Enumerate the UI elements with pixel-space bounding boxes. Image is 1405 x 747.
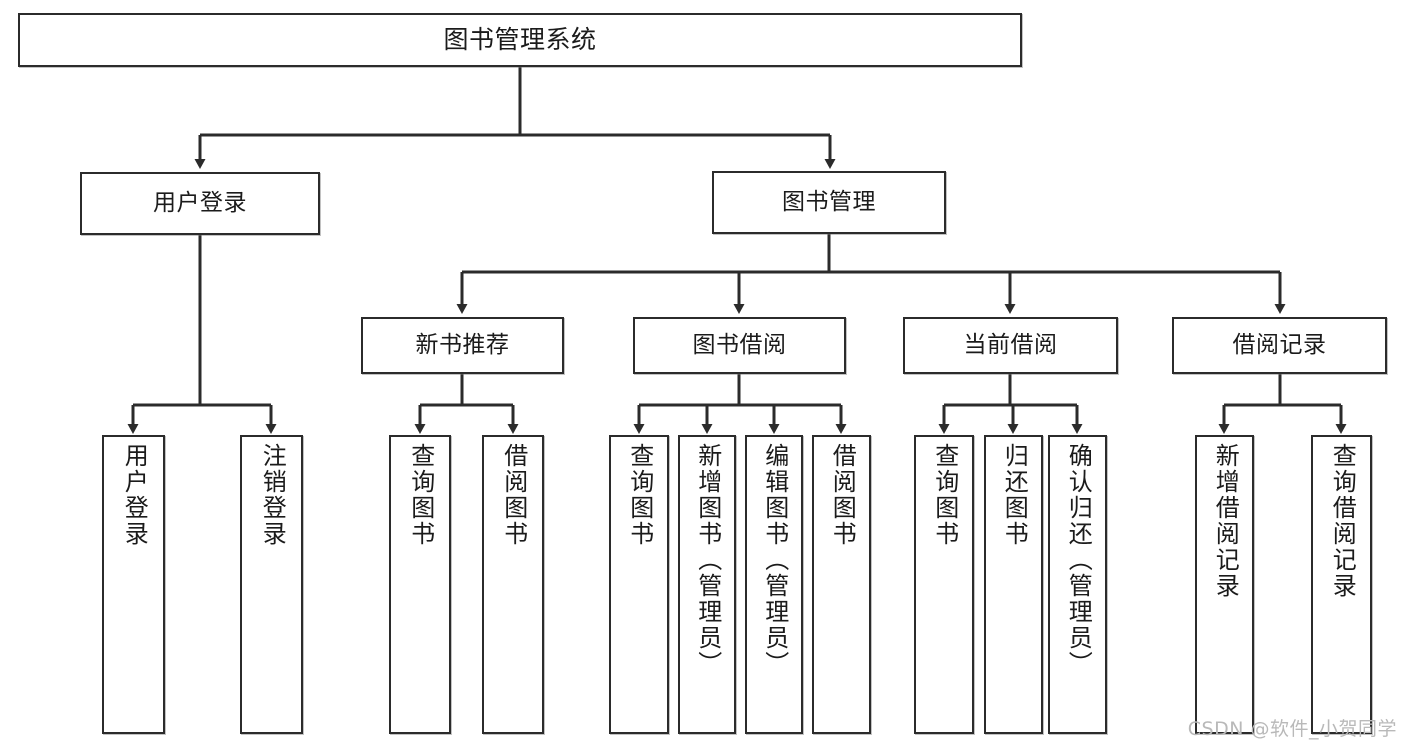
node-leaf-return-book-label: 归还图书 — [1000, 443, 1029, 547]
node-leaf-query-borrow-record[interactable]: 查询借阅记录 — [1311, 435, 1372, 734]
node-leaf-add-book-admin-label: 新增图书（管理员） — [693, 443, 722, 677]
node-leaf-borrow-book-2[interactable]: 借阅图书 — [812, 435, 871, 734]
watermark: CSDN @软件_小贺同学 — [1187, 718, 1397, 740]
node-leaf-query-book-2[interactable]: 查询图书 — [609, 435, 669, 734]
node-leaf-query-borrow-record-label: 查询借阅记录 — [1328, 443, 1357, 599]
node-leaf-borrow-book-2-label: 借阅图书 — [828, 443, 857, 547]
node-root[interactable]: 图书管理系统 — [18, 13, 1022, 67]
node-leaf-confirm-return-admin[interactable]: 确认归还（管理员） — [1048, 435, 1107, 734]
node-leaf-confirm-return-admin-label: 确认归还（管理员） — [1064, 443, 1093, 677]
node-leaf-query-book-3[interactable]: 查询图书 — [914, 435, 974, 734]
node-leaf-add-borrow-record[interactable]: 新增借阅记录 — [1195, 435, 1254, 734]
node-leaf-query-book-3-label: 查询图书 — [930, 443, 959, 547]
node-leaf-borrow-book-1-label: 借阅图书 — [499, 443, 528, 547]
node-borrow-record-label: 借阅记录 — [1232, 331, 1327, 358]
node-leaf-user-login-label: 用户登录 — [120, 443, 149, 547]
node-leaf-return-book[interactable]: 归还图书 — [984, 435, 1043, 734]
node-leaf-edit-book-admin-label: 编辑图书（管理员） — [760, 443, 789, 677]
node-current-borrow-label: 当前借阅 — [963, 331, 1058, 358]
node-leaf-query-book-1-label: 查询图书 — [406, 443, 435, 547]
node-new-book-recommend[interactable]: 新书推荐 — [361, 317, 564, 374]
node-new-book-recommend-label: 新书推荐 — [415, 331, 510, 358]
node-book-manage-label: 图书管理 — [782, 188, 876, 215]
node-leaf-logout-login-label: 注销登录 — [258, 443, 287, 547]
node-leaf-user-login[interactable]: 用户登录 — [102, 435, 165, 734]
node-book-borrow[interactable]: 图书借阅 — [633, 317, 846, 374]
node-leaf-borrow-book-1[interactable]: 借阅图书 — [482, 435, 544, 734]
node-leaf-add-book-admin[interactable]: 新增图书（管理员） — [678, 435, 736, 734]
node-root-label: 图书管理系统 — [443, 25, 597, 54]
node-leaf-query-book-1[interactable]: 查询图书 — [389, 435, 451, 734]
node-user-login-label: 用户登录 — [153, 189, 247, 216]
node-borrow-record[interactable]: 借阅记录 — [1172, 317, 1387, 374]
node-book-manage[interactable]: 图书管理 — [712, 171, 946, 234]
node-leaf-edit-book-admin[interactable]: 编辑图书（管理员） — [745, 435, 803, 734]
node-leaf-add-borrow-record-label: 新增借阅记录 — [1211, 443, 1240, 599]
node-book-borrow-label: 图书借阅 — [692, 331, 787, 358]
node-user-login[interactable]: 用户登录 — [80, 172, 320, 235]
node-leaf-query-book-2-label: 查询图书 — [625, 443, 654, 547]
node-current-borrow[interactable]: 当前借阅 — [903, 317, 1118, 374]
node-leaf-logout-login[interactable]: 注销登录 — [240, 435, 303, 734]
